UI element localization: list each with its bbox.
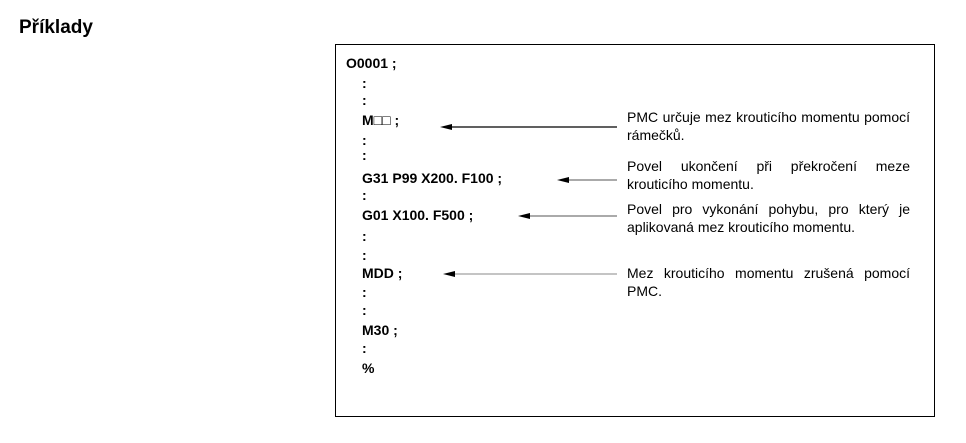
program-line: : — [362, 228, 367, 244]
program-line: % — [362, 360, 375, 376]
note-pmc-torque-limit: PMC určuje mez krouticího momentu pomocí… — [627, 109, 910, 143]
arrow-3 — [518, 213, 617, 219]
program-line: M30 ; — [362, 322, 398, 338]
program-line: O0001 ; — [346, 55, 397, 71]
note-limit-cancel: Mez krouticího momentu zrušená pomocí PM… — [627, 265, 910, 299]
arrow-1 — [440, 124, 617, 130]
arrow-2 — [557, 177, 617, 183]
program-line: : — [362, 284, 367, 300]
note-move-command: Povel pro vykonání pohybu, pro který je … — [627, 201, 910, 235]
program-line: : — [362, 302, 367, 318]
program-line: M□□ ; — [362, 112, 400, 128]
program-line: MDD ; — [362, 265, 403, 281]
program-line: : — [362, 132, 367, 148]
program-line: : — [362, 75, 367, 91]
section-heading: Příklady — [19, 17, 93, 38]
program-line: : — [362, 147, 367, 163]
note-skip-command: Povel ukončení při překročení meze krout… — [627, 158, 910, 192]
program-line: G01 X100. F500 ; — [362, 207, 474, 223]
program-line: G31 P99 X200. F100 ; — [362, 170, 503, 186]
program-line: : — [362, 340, 367, 356]
arrow-4 — [443, 271, 617, 277]
program-line: : — [362, 247, 367, 263]
program-line: : — [362, 92, 367, 108]
example-program-box — [335, 44, 935, 417]
program-line: : — [362, 187, 367, 203]
